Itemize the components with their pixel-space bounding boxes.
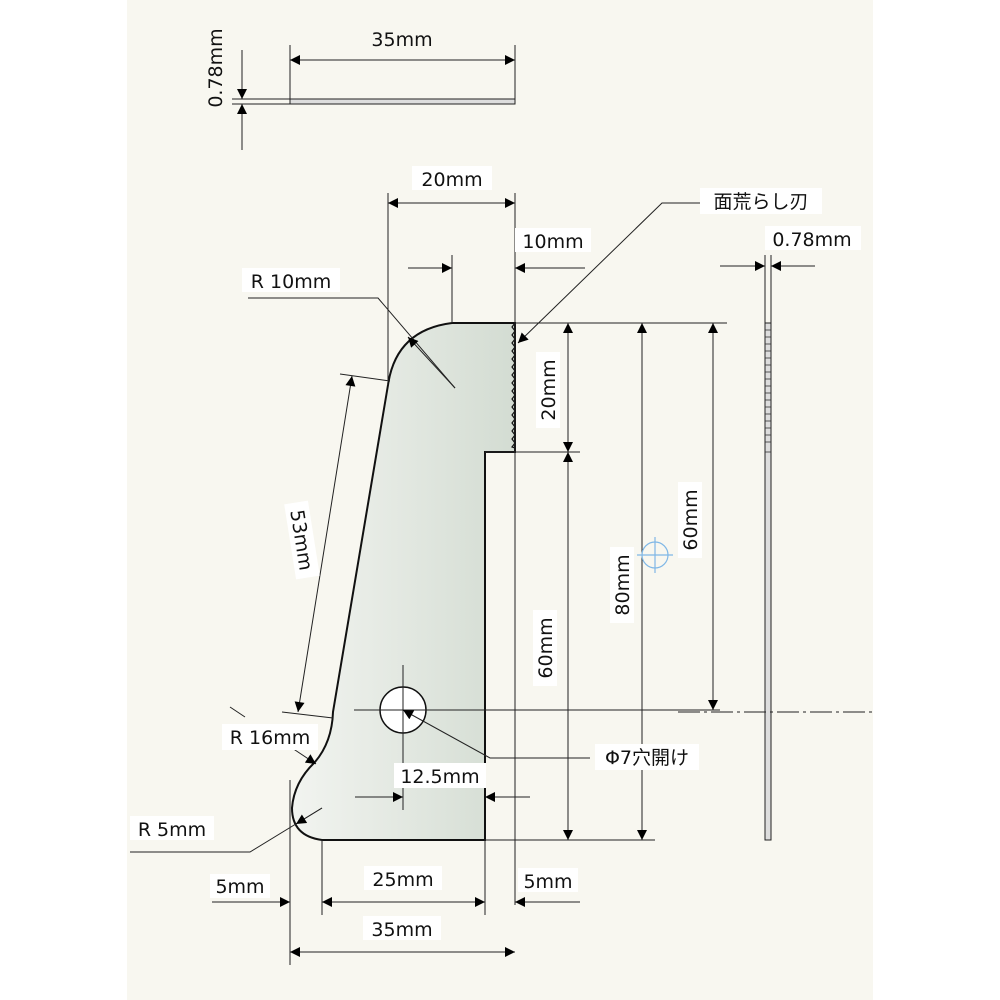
label-right-margin: 5mm: [523, 871, 572, 893]
label-notch-width: 10mm: [522, 231, 583, 253]
label-center-height: 60mm: [680, 489, 702, 550]
dimension-labels: 20mm 10mm 面荒らし刃 0.78mm R 10mm 20mm 53mm …: [130, 166, 861, 941]
label-blade-height: 20mm: [538, 359, 560, 420]
top-width-label: 35mm: [371, 29, 432, 51]
label-lower-height: 60mm: [535, 617, 557, 678]
drawing-sheet: [127, 0, 873, 1000]
label-total-height: 80mm: [612, 554, 634, 615]
label-blade-note: 面荒らし刃: [713, 191, 808, 213]
label-side-thickness: 0.78mm: [772, 229, 851, 251]
center-of-gravity-icon: [637, 537, 673, 573]
dimension-lines: [130, 193, 727, 965]
label-hole-offset: 12.5mm: [400, 766, 479, 788]
label-hole-note: Φ7穴開け: [605, 747, 689, 769]
label-overall-width: 35mm: [371, 919, 432, 941]
label-base-width: 25mm: [372, 869, 433, 891]
label-radius-mid: R 16mm: [230, 727, 310, 749]
plate-top-view: [289, 98, 516, 105]
label-left-margin: 5mm: [215, 876, 264, 898]
top-view: 35mm 0.78mm: [205, 28, 516, 150]
side-view: [678, 255, 873, 841]
top-thickness-label: 0.78mm: [205, 28, 227, 107]
label-radius-top: R 10mm: [251, 271, 331, 293]
label-top-width: 20mm: [421, 169, 482, 191]
label-radius-bottom: R 5mm: [138, 819, 206, 841]
plate-side-view: [764, 322, 772, 841]
